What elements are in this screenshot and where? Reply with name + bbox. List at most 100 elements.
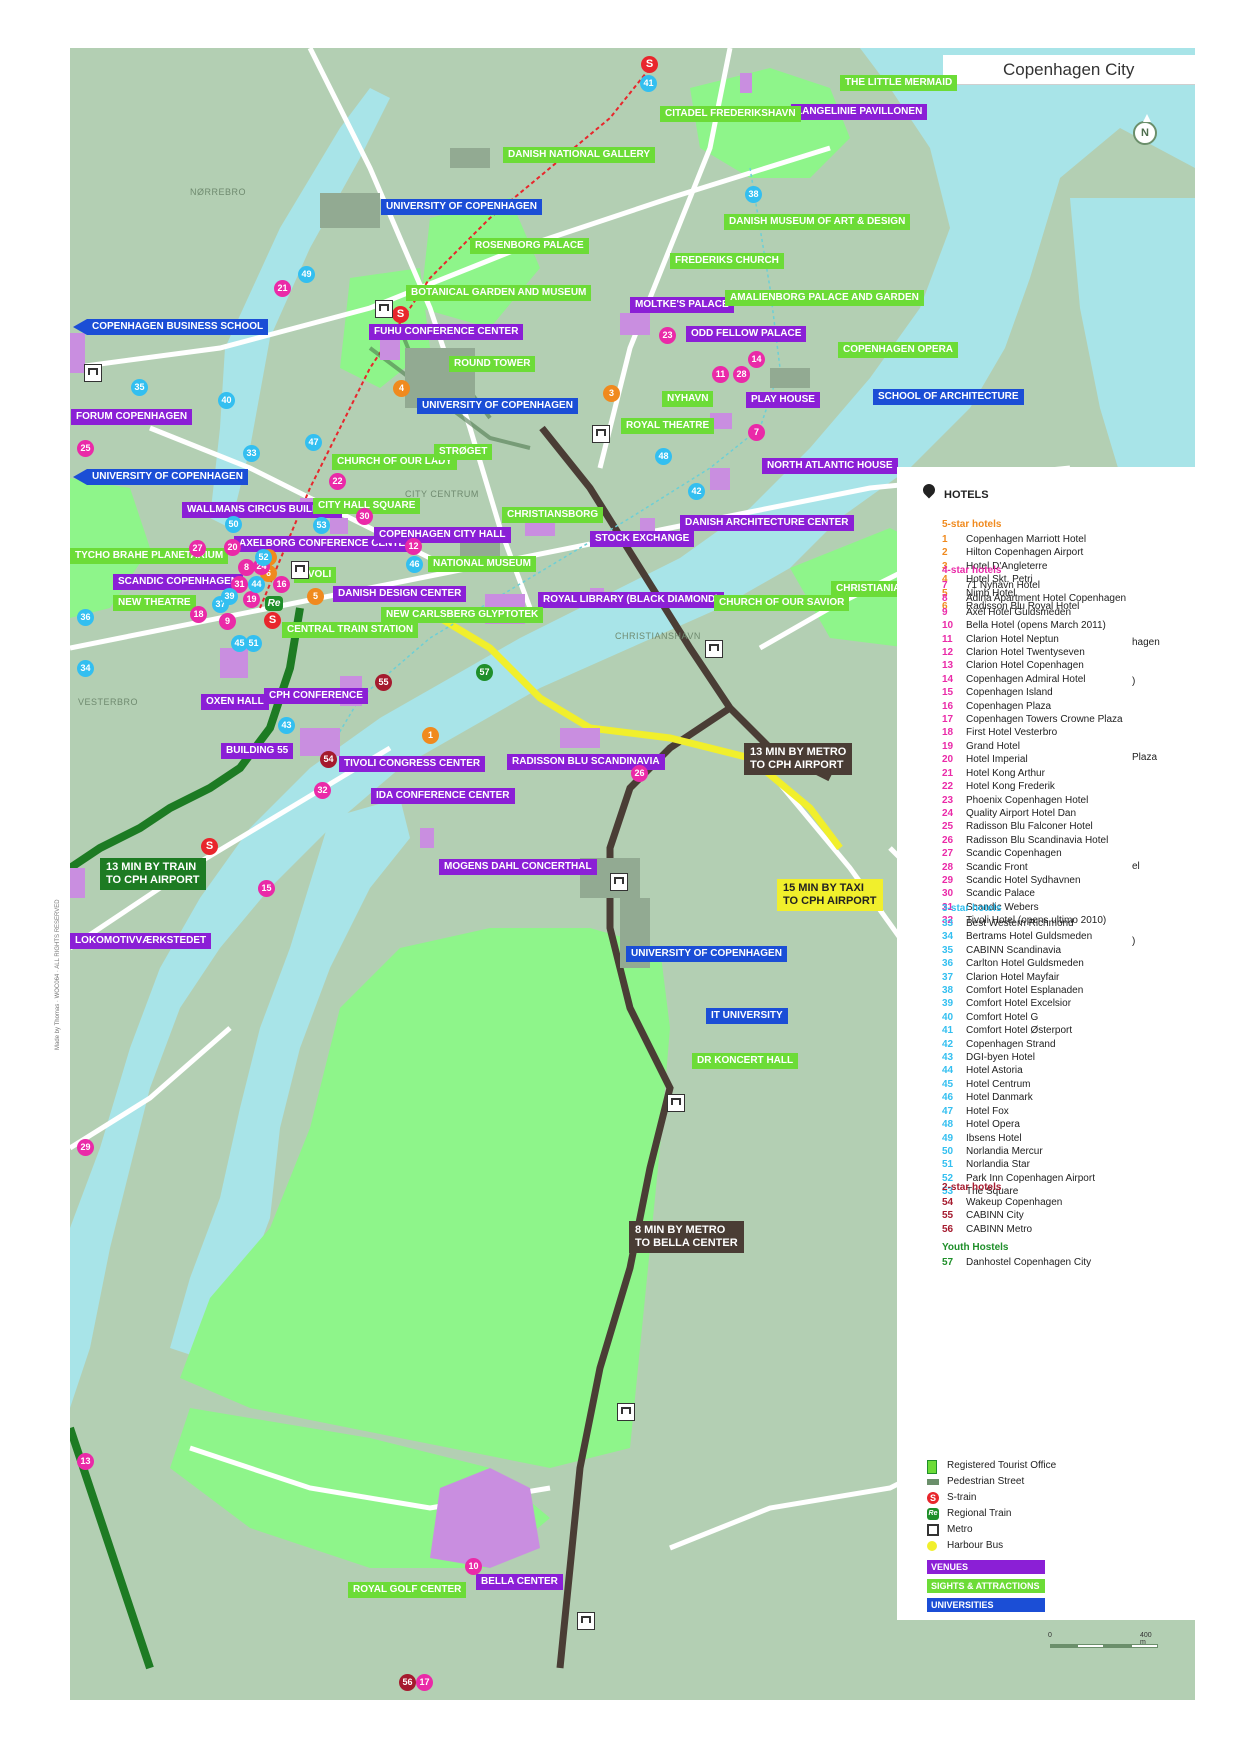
university-label[interactable]: COPENHAGEN BUSINESS SCHOOL	[72, 319, 269, 335]
venue-label[interactable]: BUILDING 55	[221, 743, 294, 759]
hotel-pin-4star[interactable]: 14	[748, 351, 765, 368]
sight-label[interactable]: CHRISTIANSBORG	[502, 507, 604, 523]
sight-label[interactable]: AMALIENBORG PALACE AND GARDEN	[725, 290, 924, 306]
sight-label[interactable]: CENTRAL TRAIN STATION	[282, 622, 419, 638]
university-label[interactable]: UNIVERSITY OF COPENHAGEN	[381, 199, 542, 215]
hotel-pin-3star[interactable]: 41	[640, 75, 657, 92]
sight-label[interactable]: CHURCH OF OUR SAVIOR	[714, 595, 850, 611]
university-label[interactable]: UNIVERSITY OF COPENHAGEN	[417, 398, 578, 414]
hotel-pin-4star[interactable]: 16	[273, 576, 290, 593]
hotel-pin-4star[interactable]: 31	[231, 576, 248, 593]
hotel-pin-3star[interactable]: 39	[221, 588, 238, 605]
venue-label[interactable]: FORUM COPENHAGEN	[71, 409, 193, 425]
venue-label[interactable]: DANISH ARCHITECTURE CENTER	[680, 515, 854, 531]
venue-label[interactable]: WALLMANS CIRCUS BUILDING	[182, 502, 342, 518]
sight-label[interactable]: DR KONCERT HALL	[692, 1053, 799, 1069]
hotel-pin-3star[interactable]: 47	[305, 434, 322, 451]
sight-label[interactable]: CITADEL FREDERIKSHAVN	[660, 106, 801, 122]
hotel-pin-4star[interactable]: 20	[224, 539, 241, 556]
sight-label[interactable]: NEW THEATRE	[113, 595, 196, 611]
hotel-pin-4star[interactable]: 27	[189, 540, 206, 557]
hotel-pin-5star[interactable]: 4	[393, 380, 410, 397]
hotel-pin-3star[interactable]: 49	[298, 266, 315, 283]
university-label[interactable]: SCHOOL OF ARCHITECTURE	[873, 389, 1024, 405]
university-label[interactable]: UNIVERSITY OF COPENHAGEN	[73, 469, 248, 485]
hotel-pin-4star[interactable]: 8	[238, 559, 255, 576]
venue-label[interactable]: COPENHAGEN CITY HALL	[374, 527, 511, 543]
hotel-pin-3star[interactable]: 35	[131, 379, 148, 396]
sight-label[interactable]: DANISH MUSEUM OF ART & DESIGN	[724, 214, 911, 230]
hotel-pin-4star[interactable]: 32	[314, 782, 331, 799]
hotel-pin-3star[interactable]: 43	[278, 717, 295, 734]
hotel-pin-5star[interactable]: 1	[422, 727, 439, 744]
hotel-pin-4star[interactable]: 25	[77, 440, 94, 457]
hotel-pin-3star[interactable]: 42	[688, 483, 705, 500]
hotel-pin-4star[interactable]: 19	[243, 591, 260, 608]
venue-label[interactable]: DANISH DESIGN CENTER	[333, 586, 467, 602]
sight-label[interactable]: CITY HALL SQUARE	[313, 498, 421, 514]
hotel-pin-5star[interactable]: 3	[603, 385, 620, 402]
hotel-pin-4star[interactable]: 17	[416, 1674, 433, 1691]
sight-label[interactable]: NATIONAL MUSEUM	[428, 556, 536, 572]
sight-label[interactable]: CHRISTIANIA	[831, 581, 906, 597]
sight-label[interactable]: TYCHO BRAHE PLANETARIUM	[70, 548, 229, 564]
hotel-pin-3star[interactable]: 34	[77, 660, 94, 677]
hotel-pin-2star[interactable]: 55	[375, 674, 392, 691]
hotel-pin-4star[interactable]: 11	[712, 366, 729, 383]
hotel-pin-4star[interactable]: 26	[631, 765, 648, 782]
venue-label[interactable]: LANGELINIE PAVILLONEN	[791, 104, 928, 120]
hotel-pin-3star[interactable]: 52	[255, 549, 272, 566]
venue-label[interactable]: STOCK EXCHANGE	[590, 531, 695, 547]
venue-label[interactable]: SCANDIC COPENHAGEN	[113, 574, 244, 590]
venue-label[interactable]: CPH CONFERENCE	[264, 688, 368, 704]
venue-label[interactable]: PLAY HOUSE	[746, 392, 820, 408]
venue-label[interactable]: RADISSON BLU SCANDINAVIA	[507, 754, 665, 770]
hotel-pin-4star[interactable]: 28	[733, 366, 750, 383]
hotel-pin-3star[interactable]: 50	[225, 516, 242, 533]
sight-label[interactable]: BOTANICAL GARDEN AND MUSEUM	[406, 285, 592, 301]
hotel-pin-3star[interactable]: 38	[745, 186, 762, 203]
venue-label[interactable]: OXEN HALL	[201, 694, 269, 710]
sight-label[interactable]: FREDERIKS CHURCH	[670, 253, 784, 269]
venue-label[interactable]: AXELBORG CONFERENCE CENTER	[234, 536, 418, 552]
hotel-pin-4star[interactable]: 12	[405, 538, 422, 555]
sight-label[interactable]: STRØGET	[434, 444, 493, 460]
hotel-pin-4star[interactable]: 13	[77, 1453, 94, 1470]
venue-label[interactable]: MOGENS DAHL CONCERTHAL	[439, 859, 597, 875]
hotel-pin-3star[interactable]: 45	[231, 635, 248, 652]
hostel-pin[interactable]: 57	[476, 664, 493, 681]
hotel-pin-4star[interactable]: 15	[258, 880, 275, 897]
hotel-pin-4star[interactable]: 18	[190, 606, 207, 623]
sight-label[interactable]: COPENHAGEN OPERA	[838, 342, 959, 358]
sight-label[interactable]: DANISH NATIONAL GALLERY	[503, 147, 656, 163]
hotel-pin-4star[interactable]: 10	[465, 1558, 482, 1575]
hotel-pin-4star[interactable]: 21	[274, 280, 291, 297]
venue-label[interactable]: FUHU CONFERENCE CENTER	[369, 324, 524, 340]
hotel-pin-3star[interactable]: 53	[313, 517, 330, 534]
venue-label[interactable]: ODD FELLOW PALACE	[686, 326, 807, 342]
venue-label[interactable]: MOLTKE'S PALACE	[630, 297, 734, 313]
hotel-pin-3star[interactable]: 44	[248, 576, 265, 593]
sight-label[interactable]: CHURCH OF OUR LADY	[332, 454, 457, 470]
hotel-pin-4star[interactable]: 9	[219, 613, 236, 630]
sight-label[interactable]: THE LITTLE MERMAID	[840, 75, 958, 91]
venue-label[interactable]: LOKOMOTIVVÆRKSTEDET	[70, 933, 212, 949]
hotel-pin-3star[interactable]: 51	[245, 635, 262, 652]
sight-label[interactable]: ROYAL GOLF CENTER	[348, 1582, 467, 1598]
venue-label[interactable]: TIVOLI CONGRESS CENTER	[339, 756, 486, 772]
university-label[interactable]: UNIVERSITY OF COPENHAGEN	[626, 946, 787, 962]
hotel-pin-2star[interactable]: 54	[320, 751, 337, 768]
sight-label[interactable]: ROYAL THEATRE	[621, 418, 715, 434]
venue-label[interactable]: ROYAL LIBRARY (BLACK DIAMOND)	[538, 592, 724, 608]
sight-label[interactable]: ROUND TOWER	[449, 356, 536, 372]
hotel-pin-3star[interactable]: 36	[77, 609, 94, 626]
sight-label[interactable]: NYHAVN	[662, 391, 714, 407]
hotel-pin-4star[interactable]: 29	[77, 1139, 94, 1156]
hotel-pin-4star[interactable]: 7	[748, 424, 765, 441]
university-label[interactable]: IT UNIVERSITY	[706, 1008, 788, 1024]
sight-label[interactable]: NEW CARLSBERG GLYPTOTEK	[381, 607, 544, 623]
venue-label[interactable]: BELLA CENTER	[476, 1574, 563, 1590]
hotel-pin-4star[interactable]: 30	[356, 508, 373, 525]
hotel-pin-5star[interactable]: 5	[307, 588, 324, 605]
hotel-pin-3star[interactable]: 46	[406, 556, 423, 573]
